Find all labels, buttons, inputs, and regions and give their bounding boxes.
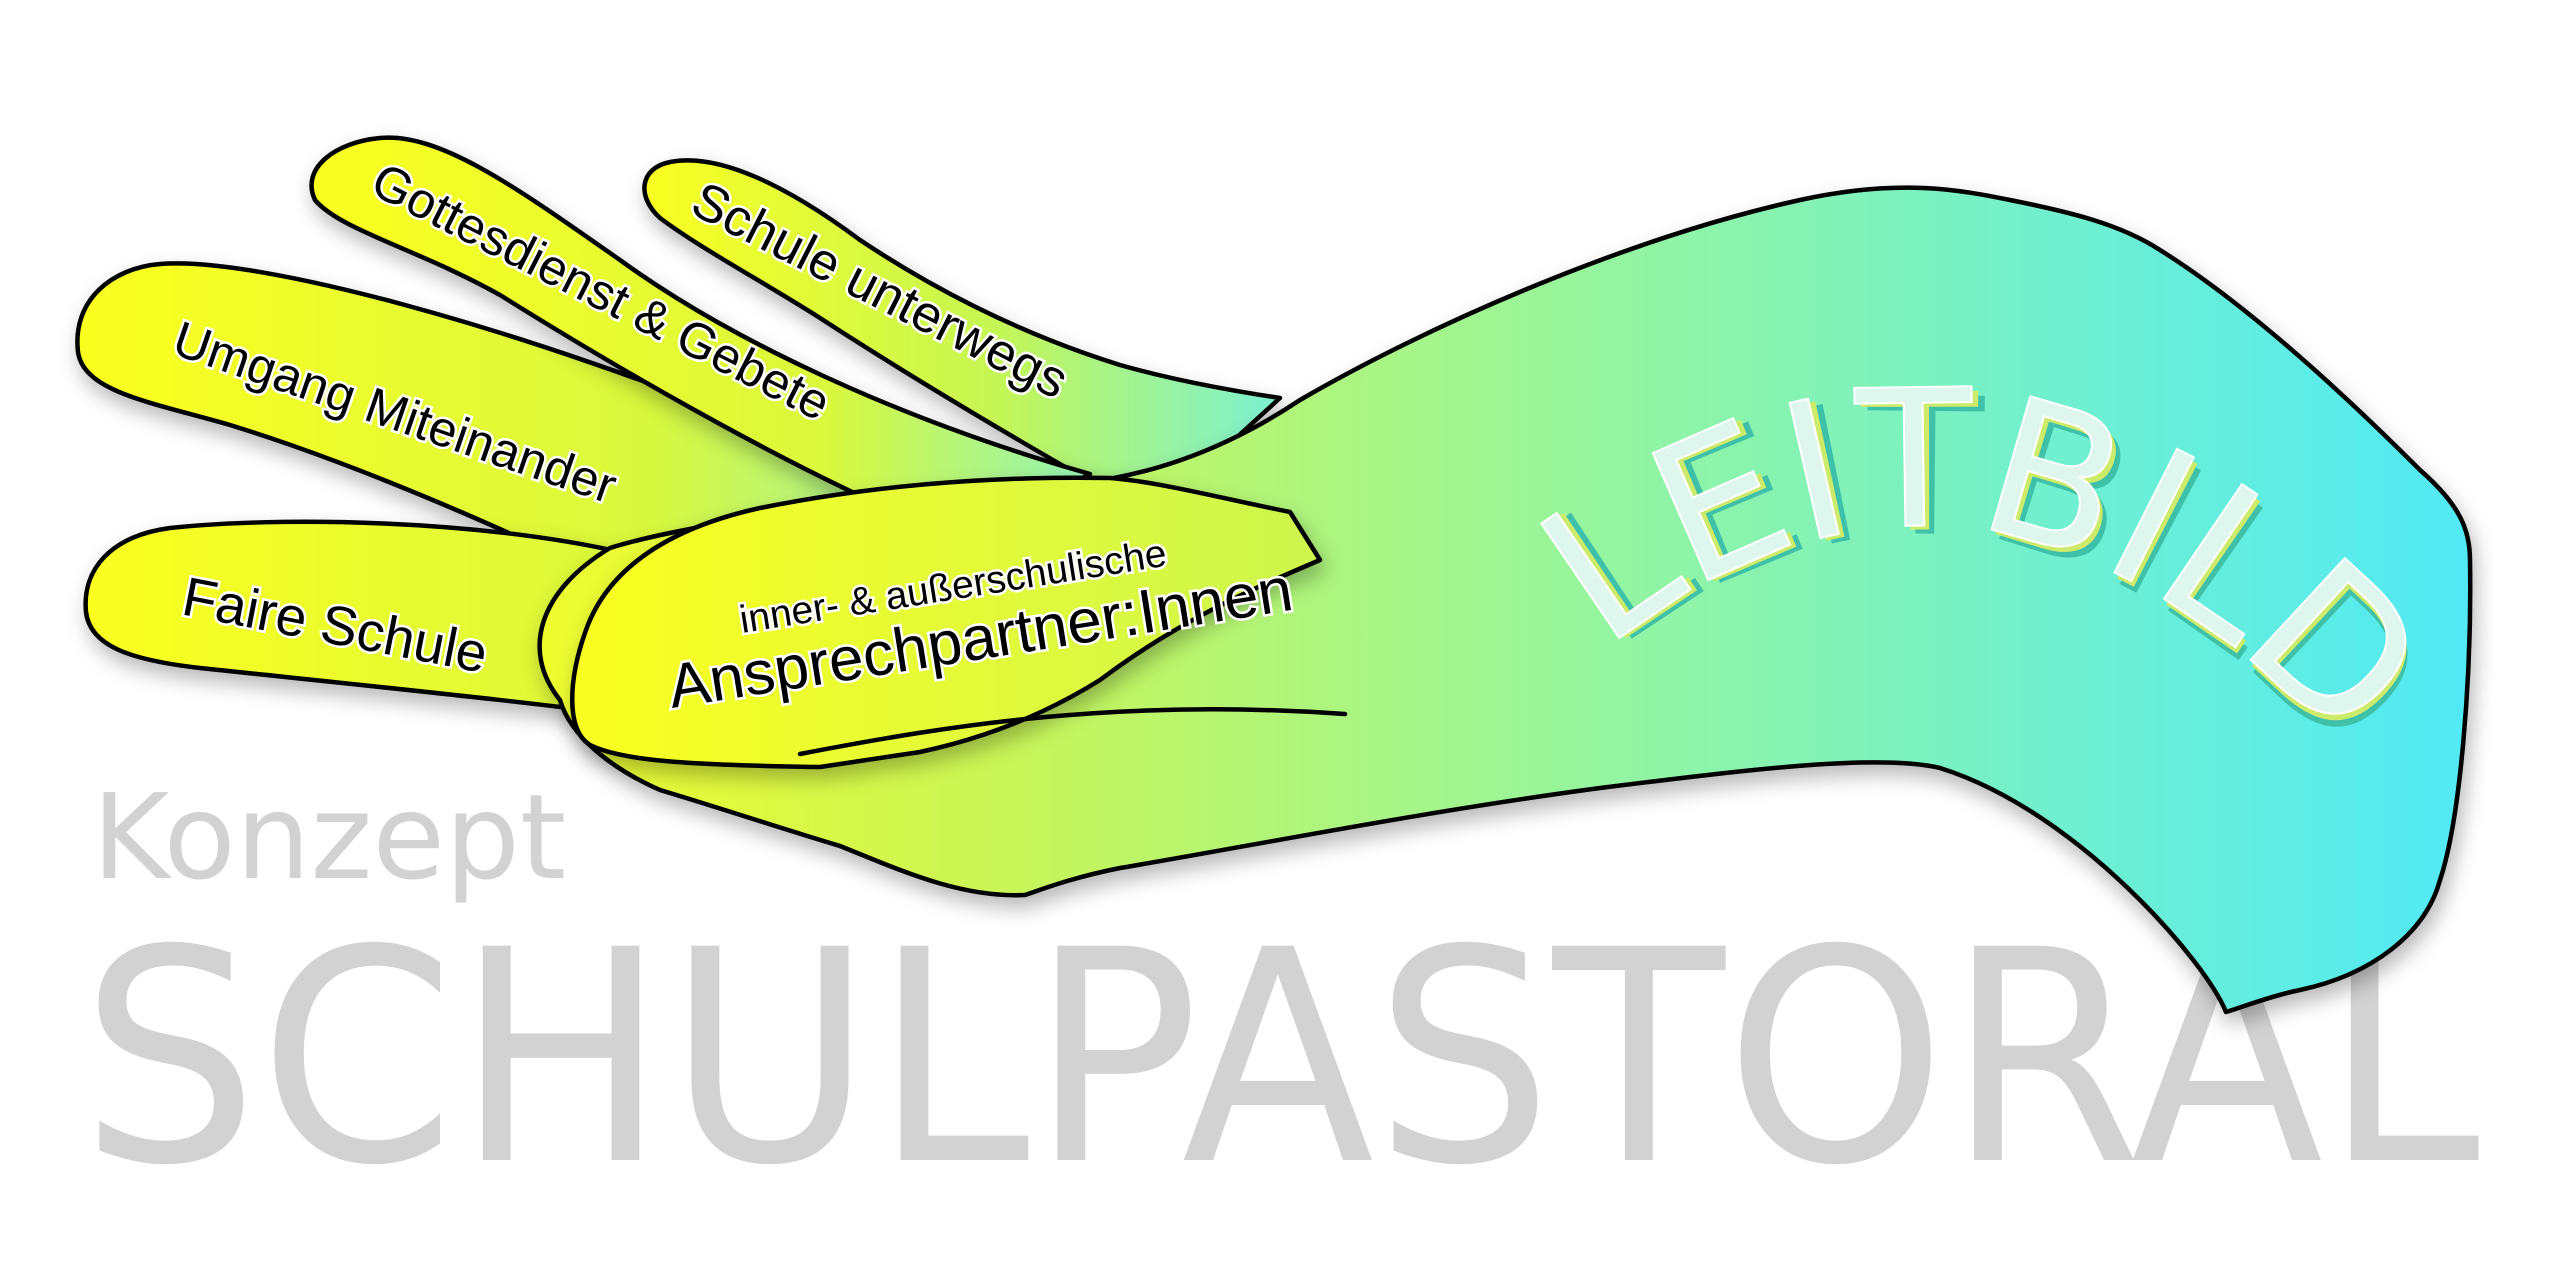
thumb-crease	[797, 706, 1348, 757]
background-title: SCHULPASTORAL	[80, 888, 2482, 1230]
palm	[537, 185, 2473, 1015]
finger-faire-schule	[83, 519, 693, 723]
finger-schule-unterwegs	[642, 158, 1283, 490]
finger-gottesdienst	[309, 135, 1093, 523]
thumb	[570, 475, 1323, 770]
background-subtitle: Konzept	[92, 768, 566, 906]
